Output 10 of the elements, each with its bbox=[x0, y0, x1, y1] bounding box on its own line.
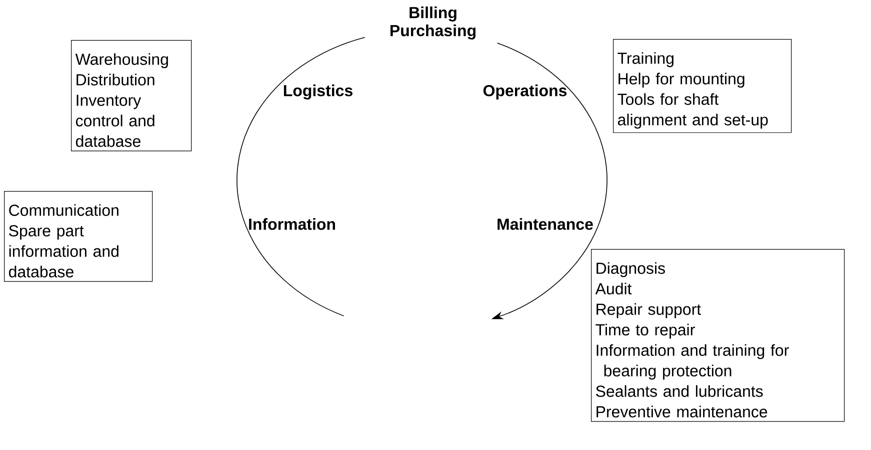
list-box: Diagnosis Audit Repair support Time to repair Information and training for bearing protection Sealants and lubricants Preventive maintenance bbox=[591, 249, 845, 422]
stage-label: Maintenance bbox=[498, 218, 593, 230]
list-box: Training Help for mounting Tools for shaft alignment and set-up bbox=[613, 39, 792, 133]
stage-label: Logistics bbox=[284, 84, 352, 100]
stage-label: Information bbox=[249, 218, 336, 230]
list-box: Warehousing Distribution Inventory control and database bbox=[71, 40, 192, 152]
stage-label: Operations bbox=[483, 84, 567, 100]
list-box: Communication Spare part information and database bbox=[4, 191, 153, 282]
stage-label: Billing bbox=[410, 6, 456, 22]
stage-label: Purchasing bbox=[390, 24, 476, 40]
